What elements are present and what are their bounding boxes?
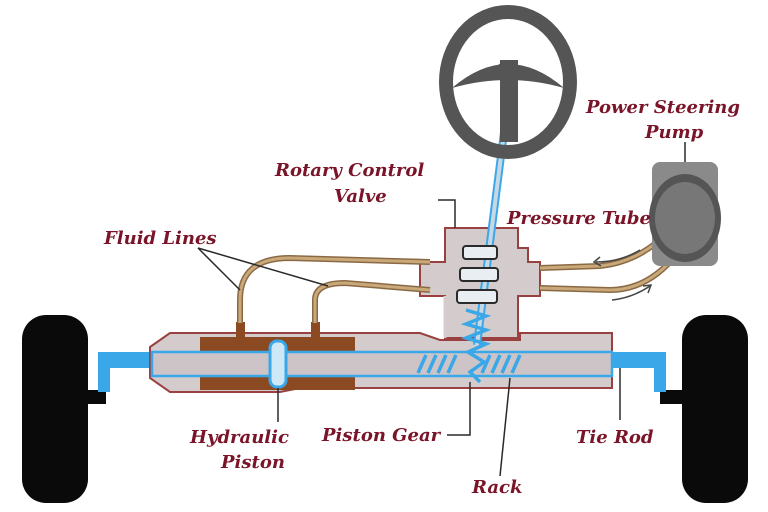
label-rack: Rack bbox=[471, 477, 522, 498]
flow-arrows bbox=[592, 249, 653, 301]
label-rotary-control-valve-line1: Rotary Control bbox=[274, 160, 424, 181]
leader-lines bbox=[197, 142, 686, 477]
label-pressure-tube: Pressure Tube bbox=[506, 208, 651, 229]
label-pump-line1: Power Steering bbox=[585, 97, 740, 118]
steering-wheel-icon bbox=[439, 5, 577, 159]
label-rotary-control-valve-line2: Valve bbox=[334, 186, 387, 207]
power-steering-pump bbox=[649, 162, 721, 266]
label-fluid-lines: Fluid Lines bbox=[103, 228, 217, 249]
label-pump-line2: Pump bbox=[644, 122, 704, 143]
wheel-left-icon bbox=[22, 315, 106, 503]
label-hydraulic-piston-line1: Hydraulic bbox=[189, 427, 289, 448]
label-piston-gear: Piston Gear bbox=[321, 425, 442, 446]
tie-rod-left bbox=[98, 352, 150, 392]
label-tie-rod: Tie Rod bbox=[576, 427, 654, 448]
hydraulic-piston bbox=[268, 339, 288, 389]
hydraulic-cylinder bbox=[149, 322, 614, 393]
label-hydraulic-piston-line2: Piston bbox=[220, 452, 285, 473]
fluid-lines bbox=[237, 254, 431, 323]
rack bbox=[416, 354, 522, 374]
tie-rod-right bbox=[612, 352, 666, 392]
valve-spools bbox=[456, 245, 499, 304]
wheel-right-icon bbox=[660, 315, 748, 503]
rotary-control-valve bbox=[419, 227, 541, 339]
